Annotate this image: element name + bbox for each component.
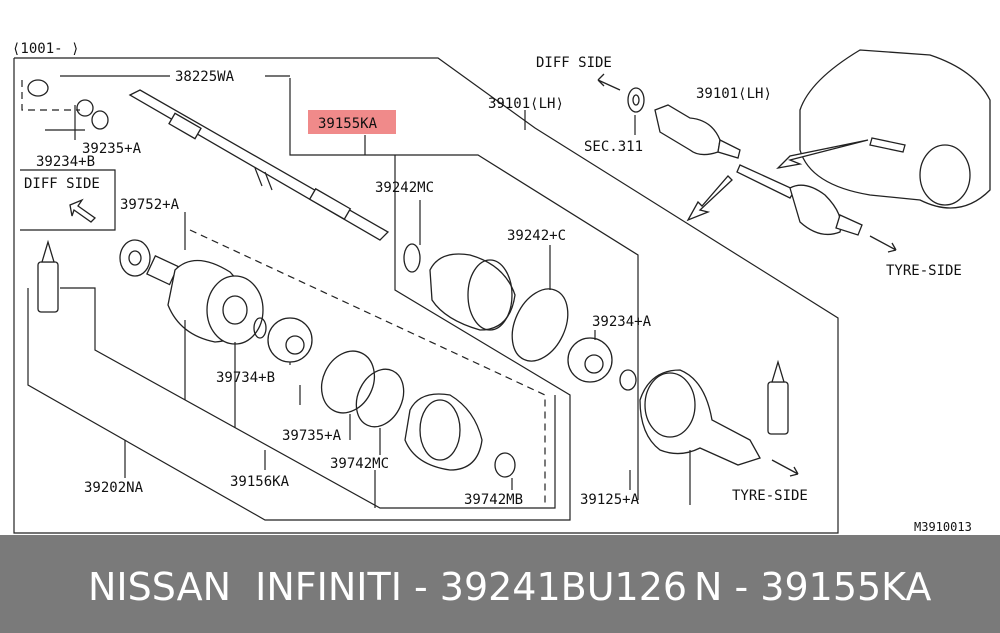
grease-tube-left — [37, 239, 59, 313]
ring-guide — [21, 80, 80, 111]
label-39242c: 39242+C — [507, 228, 566, 244]
arrow-to-car-icon — [776, 139, 869, 170]
label-39752a: 39752+A — [120, 197, 180, 213]
label-39202na: 39202NA — [84, 480, 144, 496]
inner-joint-frame — [27, 155, 571, 521]
label-39234a: 39234+A — [592, 314, 652, 330]
label-39101lh-b: 39101⟨LH⟩ — [696, 86, 772, 102]
label-39735a: 39735+A — [282, 428, 342, 444]
outer-frame — [13, 57, 839, 534]
group-code-label: ⟨1001- ⟩ — [12, 41, 79, 57]
leader-lines — [45, 75, 691, 508]
label-39125a: 39125+A — [580, 492, 640, 508]
band-39742mb — [494, 452, 516, 478]
inner-boot-ridge — [419, 399, 461, 461]
tyre-side-arrow-bottom-icon — [771, 459, 799, 477]
grease-tube-right — [767, 359, 789, 435]
label-39234b: 39234+B — [36, 154, 95, 170]
label-diff-side-top: DIFF SIDE — [536, 55, 612, 71]
footer-oem-number: N - 39155KA — [694, 565, 932, 609]
label-39155ka: 39155KA — [318, 116, 378, 132]
tripod-center — [285, 335, 305, 355]
label-39235a: 39235+A — [82, 141, 142, 157]
tripod-joint — [267, 317, 313, 363]
band-39742mc — [355, 368, 405, 428]
part-number-footer: NISSAN INFINITI - 39241BU126 N - 39155KA — [0, 535, 1000, 633]
inner-boot — [404, 393, 483, 471]
snap-ring-39235 — [27, 79, 49, 97]
band-39242c — [511, 288, 569, 362]
axle-assembly-overview — [627, 49, 991, 236]
circlip — [253, 317, 267, 339]
label-39242mc: 39242MC — [375, 180, 434, 196]
diff-side-arrow-icon — [69, 198, 97, 223]
outer-joint-39125a — [639, 369, 761, 466]
outer-tripod-center — [584, 354, 604, 374]
outer-circlip — [619, 369, 637, 391]
outer-boot — [429, 253, 516, 331]
snap-ring-39234b — [76, 99, 94, 117]
label-sec311: SEC.311 — [584, 139, 643, 155]
drive-shaft — [128, 89, 390, 241]
label-39742mc: 39742MC — [330, 456, 389, 472]
arrow-down-left-icon — [686, 175, 733, 222]
label-39101lh-a: 39101⟨LH⟩ — [488, 96, 564, 112]
diff-side-box — [20, 169, 116, 231]
footer-brand-part-number: NISSAN INFINITI - 39241BU126 — [88, 565, 688, 609]
band-39735a — [320, 350, 376, 414]
label-diff-side-box: DIFF SIDE — [24, 176, 100, 192]
label-tyre-side-bottom: TYRE-SIDE — [732, 488, 808, 504]
label-38225wa: 38225WA — [175, 69, 235, 85]
outer-tripod-39234a — [567, 337, 613, 383]
outer-boot-ridge — [467, 259, 513, 331]
label-39734b: 39734+B — [216, 370, 275, 386]
boot-kit-frame — [289, 78, 639, 500]
label-39742mb: 39742MB — [464, 492, 523, 508]
label-39156ka: 39156KA — [230, 474, 290, 490]
inner-joint-housing — [119, 239, 264, 345]
label-tyre-side-top: TYRE-SIDE — [886, 263, 962, 279]
diagram-code: M3910013 — [914, 520, 972, 534]
diff-side-arrow-top-icon — [597, 73, 621, 91]
inner-boot-frame — [60, 287, 556, 509]
highlight-39155ka — [308, 110, 396, 134]
tyre-side-arrow-top-icon — [869, 235, 897, 253]
band-39242mc — [403, 243, 421, 273]
snap-ring-small — [91, 110, 109, 130]
